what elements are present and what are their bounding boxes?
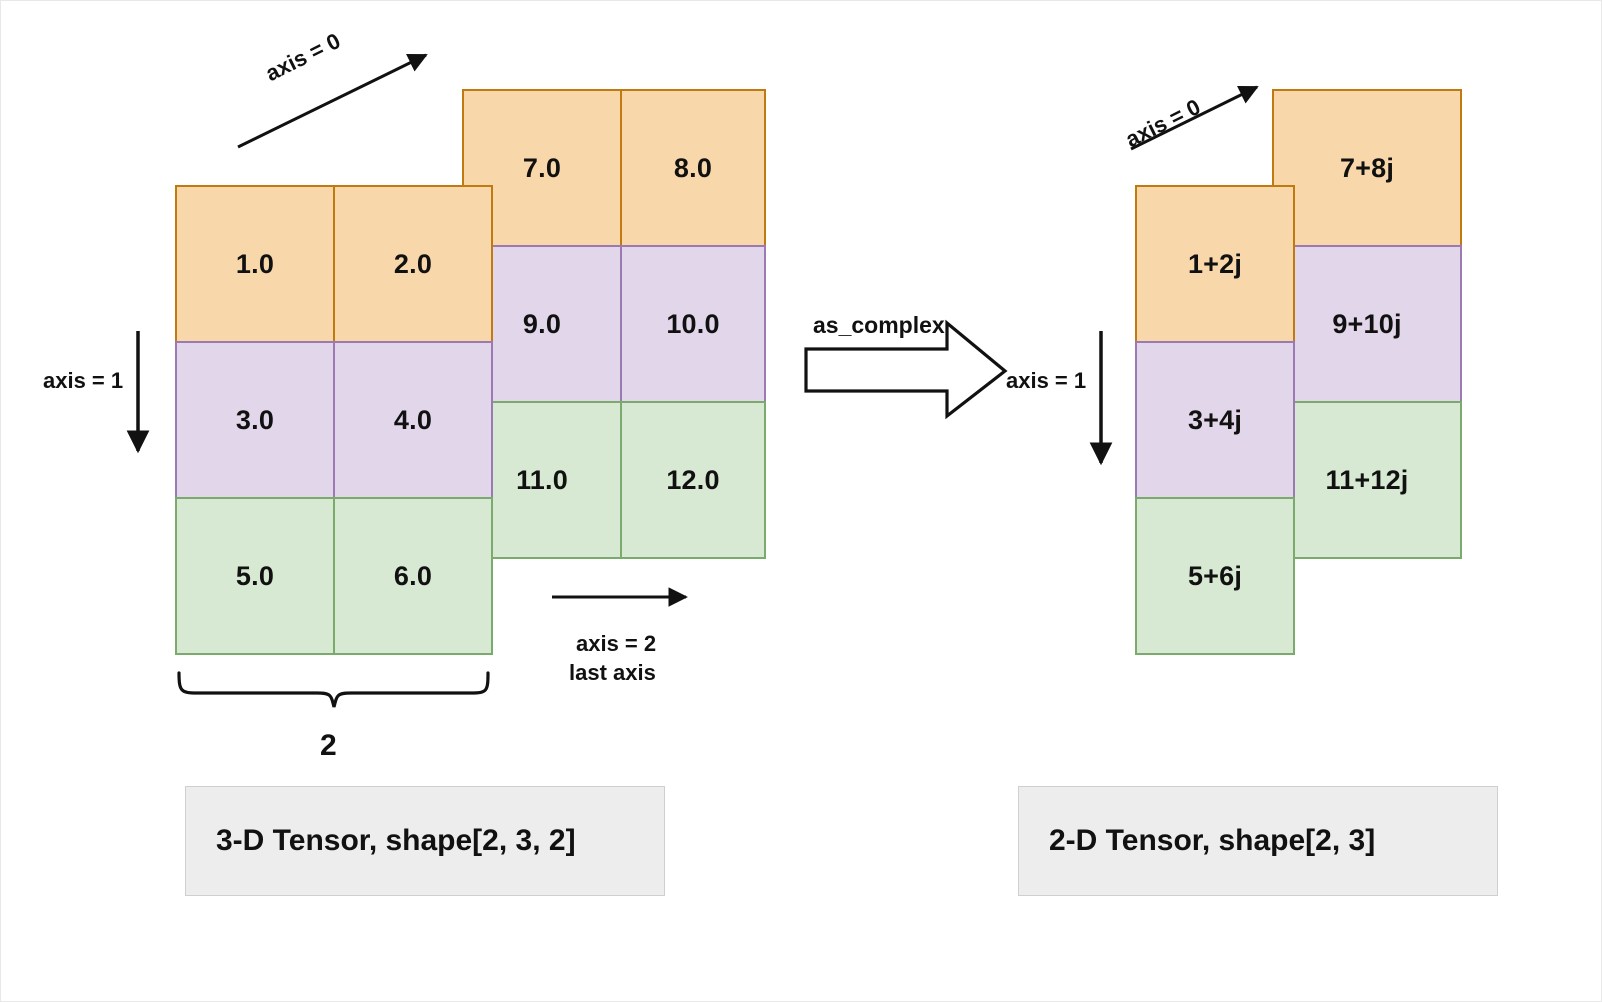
left-front-cell-1-0: 3.0 (175, 341, 335, 499)
brace-value-label: 2 (320, 729, 337, 762)
left-front-cell-0-1: 2.0 (333, 185, 493, 343)
right-caption-box: 2-D Tensor, shape[2, 3] (1018, 786, 1498, 896)
left-axis0-label: axis = 0 (261, 27, 345, 87)
left-front-cell-2-0: 5.0 (175, 497, 335, 655)
right-axis1-label: axis = 1 (1006, 368, 1087, 393)
left-front-cell-2-1: 6.0 (333, 497, 493, 655)
left-back-cell-2-1: 12.0 (620, 401, 766, 559)
right-front-cell-1: 3+4j (1135, 341, 1295, 499)
left-back-cell-0-1: 8.0 (620, 89, 766, 247)
left-front-cell-0-0: 1.0 (175, 185, 335, 343)
right-back-cell-1: 9+10j (1272, 245, 1462, 403)
left-axis2-label-line2: last axis (569, 660, 656, 685)
left-axis2-label-line1: axis = 2 (576, 631, 657, 656)
left-axis1-label: axis = 1 (43, 368, 124, 393)
right-axis0-label: axis = 0 (1121, 93, 1205, 153)
right-back-cell-2: 11+12j (1272, 401, 1462, 559)
left-front-cell-1-1: 4.0 (333, 341, 493, 499)
right-front-cell-2: 5+6j (1135, 497, 1295, 655)
right-front-cell-0: 1+2j (1135, 185, 1295, 343)
right-back-cell-0: 7+8j (1272, 89, 1462, 247)
left-caption-box: 3-D Tensor, shape[2, 3, 2] (185, 786, 665, 896)
width-brace (177, 671, 490, 708)
as-complex-label: as_complex (813, 312, 945, 338)
left-back-cell-1-1: 10.0 (620, 245, 766, 403)
